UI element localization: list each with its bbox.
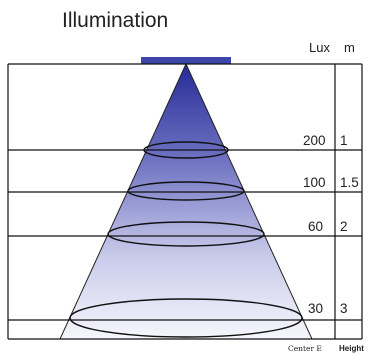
light-cone: [60, 64, 312, 339]
lux-column-header: Lux: [309, 40, 330, 55]
lux-value: 200: [303, 133, 326, 148]
height-column-header: m: [344, 40, 355, 55]
height-value: 1: [340, 133, 348, 148]
diagram-title: Illumination: [62, 9, 168, 32]
lux-value: 30: [308, 301, 323, 316]
height-value: 3: [340, 301, 348, 316]
height-footer-label: Height: [339, 344, 364, 353]
lux-value: 100: [303, 175, 326, 190]
center-e-label: Center E: [288, 344, 322, 353]
height-value: 2: [340, 219, 348, 234]
lux-value: 60: [308, 219, 323, 234]
height-value: 1.5: [340, 175, 359, 190]
